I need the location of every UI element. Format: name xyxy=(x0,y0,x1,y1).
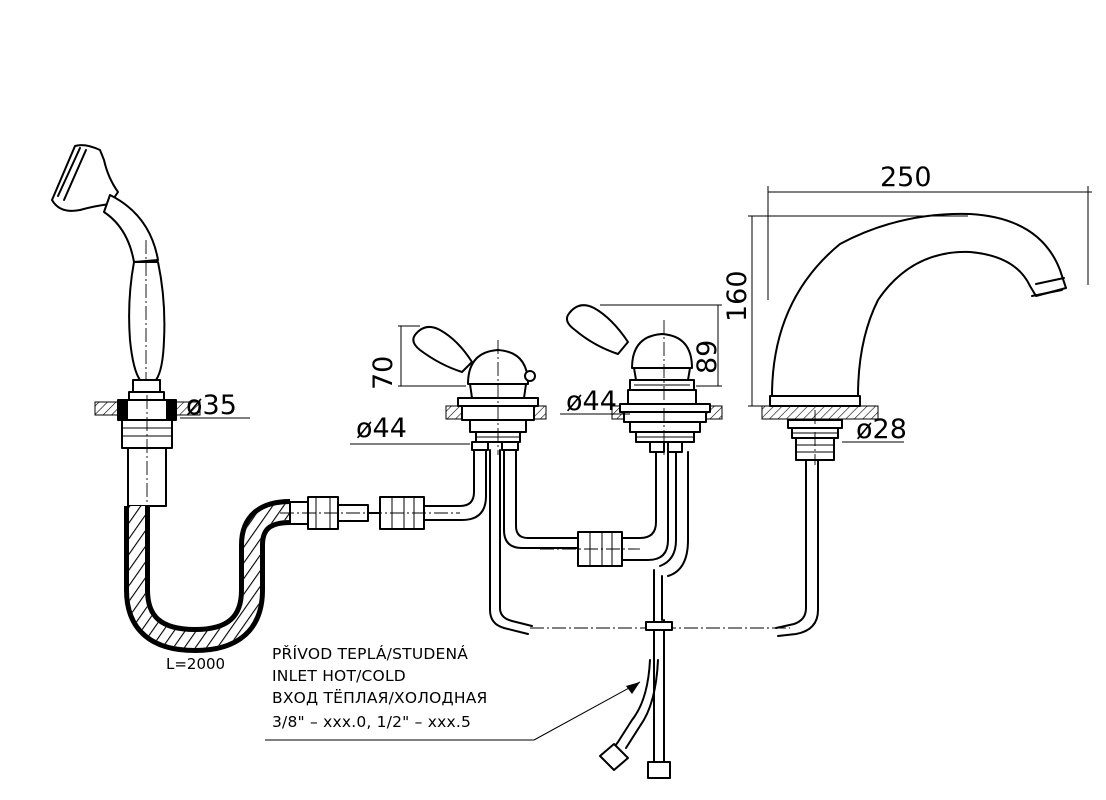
inlet-note-en: INLET HOT/COLD xyxy=(272,667,406,685)
right-valve xyxy=(560,304,723,455)
dim-shower-diameter: ø35 xyxy=(186,390,237,421)
hose-length-label: L=2000 xyxy=(166,655,225,673)
dim-right-valve-height: 89 xyxy=(692,340,723,374)
dim-spout-height: 160 xyxy=(722,270,753,322)
dim-left-valve-diameter: ø44 xyxy=(356,413,407,444)
supply-hoses xyxy=(599,619,673,779)
dim-left-valve-height: 70 xyxy=(368,356,399,390)
dim-right-valve-diameter: ø44 xyxy=(566,386,617,417)
shower-holder xyxy=(94,395,250,510)
inlet-leader xyxy=(265,681,641,741)
dim-spout-width: 250 xyxy=(880,162,932,193)
flexible-hose xyxy=(124,496,460,654)
inlet-note-ru: ВХОД ТЁПЛАЯ/ХОЛОДНАЯ xyxy=(272,688,487,707)
dim-spout-diameter: ø28 xyxy=(856,414,907,445)
left-valve xyxy=(350,325,547,455)
hand-shower xyxy=(51,144,166,403)
inlet-note-cz: PŘÍVOD TEPLÁ/STUDENÁ xyxy=(272,644,468,663)
spout xyxy=(748,186,1092,637)
inlet-note-sizes: 3/8" – xxx.0, 1/2" – xxx.5 xyxy=(272,713,471,731)
